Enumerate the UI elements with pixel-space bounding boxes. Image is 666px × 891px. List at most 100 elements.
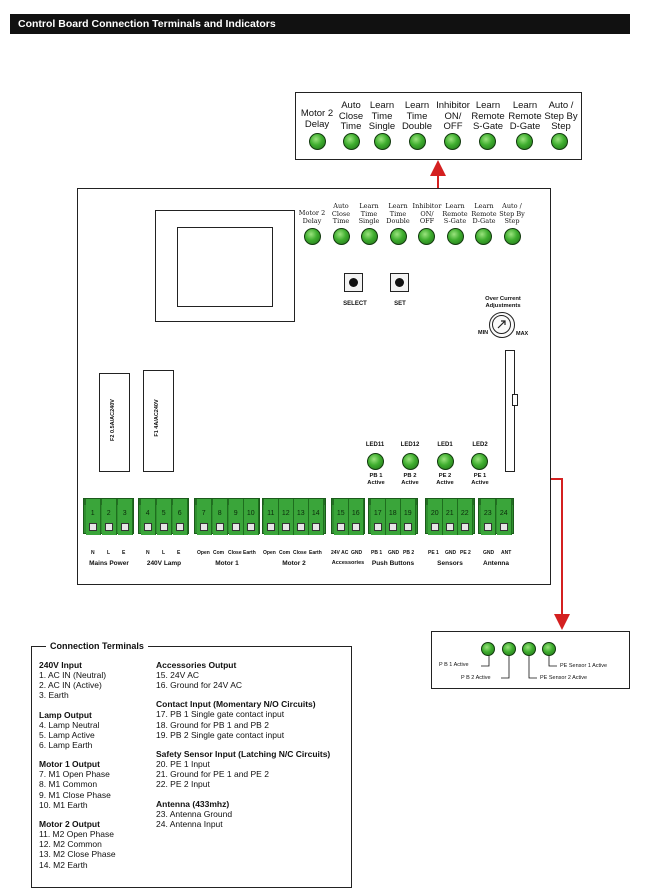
legend-item: 16. Ground for 24V AC: [156, 680, 242, 691]
connection-terminals-title: Connection Terminals: [46, 641, 148, 651]
transformer-core: [177, 227, 273, 307]
over-current-label: Over Current Adjustments: [485, 296, 521, 309]
legend-item: 20. PE 1 Input: [156, 759, 210, 770]
sub-m2-close: Close: [293, 550, 307, 556]
terminal-17[interactable]: 17: [371, 499, 386, 535]
terminal-22[interactable]: 22: [458, 499, 473, 535]
sub-m2-earth: Earth: [309, 550, 322, 556]
legend-heading-antenna: Antenna (433mhz): [156, 798, 230, 809]
pb1-active-text: PB 1 Active: [367, 473, 385, 486]
sub-pe-pe2: PE 2: [460, 550, 471, 556]
legend-item: 3. Earth: [39, 690, 69, 701]
terminal-15[interactable]: 15: [334, 499, 349, 535]
panel-led-4: [409, 133, 426, 150]
terminal-13[interactable]: 13: [294, 499, 309, 535]
pe1-active-led: [471, 453, 488, 470]
board-led-3: [361, 228, 378, 245]
terminal-1[interactable]: 1: [86, 499, 101, 535]
terminal-14[interactable]: 14: [309, 499, 324, 535]
fuse-f1-label: F1 4A/AC240V: [154, 399, 160, 437]
legend-right-column: Accessories Output 15. 24V AC 16. Ground…: [156, 660, 348, 829]
panel-label-learn-single: Learn Time Single: [368, 100, 396, 132]
led11-label: LED11: [365, 442, 385, 448]
panel-led-3: [374, 133, 391, 150]
legend-heading-accessories: Accessories Output: [156, 660, 237, 670]
terminal-5[interactable]: 5: [157, 499, 172, 535]
sub-m1-open: Open: [197, 550, 210, 556]
board-led-4: [390, 228, 407, 245]
terminal-21[interactable]: 21: [443, 499, 458, 535]
panel-label-learn-double: Learn Time Double: [401, 100, 433, 132]
pe2-active-caption: PE Sensor 2 Active: [540, 675, 588, 681]
over-current-dial[interactable]: [489, 312, 515, 338]
legend-heading-motor1: Motor 1 Output: [39, 759, 100, 770]
terminal-8[interactable]: 8: [213, 499, 228, 535]
indicator-panel: Motor 2 Delay Auto Close Time Learn Time…: [295, 92, 582, 160]
sub-lamp-e: E: [177, 550, 181, 556]
sub-m1-close: Close: [228, 550, 242, 556]
sub-pe-gnd: GND: [445, 550, 457, 556]
terminal-11[interactable]: 11: [264, 499, 279, 535]
legend-item: 15. 24V AC: [156, 670, 200, 680]
legend-item: 14. M2 Earth: [39, 859, 88, 870]
group-mains-power: Mains Power: [89, 560, 129, 567]
pe-detail-lines: [481, 655, 557, 679]
sub-m2-open: Open: [263, 550, 276, 556]
page-title: Control Board Connection Terminals and I…: [10, 14, 630, 34]
terminal-24[interactable]: 24: [497, 499, 512, 535]
legend-heading-contact-input: Contact Input (Momentary N/O Circuits): [156, 699, 316, 710]
terminal-16[interactable]: 16: [349, 499, 364, 535]
terminal-3[interactable]: 3: [118, 499, 133, 535]
terminal-20[interactable]: 20: [428, 499, 443, 535]
select-button[interactable]: [344, 273, 363, 292]
board-led-8: [504, 228, 521, 245]
sub-m1-earth: Earth: [243, 550, 256, 556]
terminal-2[interactable]: 2: [102, 499, 117, 535]
sub-ant-gnd: GND: [483, 550, 495, 556]
pb2-active-text: PB 2 Active: [401, 473, 419, 486]
group-antenna: Antenna: [483, 560, 509, 567]
terminal-23[interactable]: 23: [481, 499, 496, 535]
terminal-block-antenna: 23 24: [478, 498, 514, 535]
terminal-block-motor2: 11 12 13 14: [262, 498, 326, 535]
group-sensors: Sensors: [437, 560, 463, 567]
panel-label-auto-close: Auto Close Time: [338, 100, 364, 132]
panel-label-auto-step: Auto / Step By Step: [544, 100, 578, 132]
legend-item: 10. M1 Earth: [39, 799, 88, 810]
legend-item: 1. AC IN (Neutral): [39, 670, 107, 680]
legend-item: 8. M1 Common: [39, 779, 98, 790]
legend-item: 7. M1 Open Phase: [39, 769, 110, 780]
board-label-auto-close: Auto Close Time: [331, 202, 351, 225]
legend-heading-safety-sensor: Safety Sensor Input (Latching N/C Circui…: [156, 749, 331, 760]
board-led-6: [447, 228, 464, 245]
terminal-19[interactable]: 19: [401, 499, 416, 535]
board-led-7: [475, 228, 492, 245]
fuse-f2: [99, 373, 130, 472]
pb1-active-caption: P B 1 Active: [439, 662, 469, 668]
legend-item: 9. M1 Close Phase: [39, 789, 111, 800]
terminal-10[interactable]: 10: [244, 499, 259, 535]
terminal-6[interactable]: 6: [173, 499, 188, 535]
terminal-18[interactable]: 18: [386, 499, 401, 535]
sub-pb-pb2: PB 2: [403, 550, 415, 556]
legend-item: 5. Lamp Active: [39, 729, 95, 740]
terminal-7[interactable]: 7: [197, 499, 212, 535]
legend-item: 13. M2 Close Phase: [39, 849, 116, 860]
sub-pe-pe1: PE 1: [428, 550, 439, 556]
terminal-4[interactable]: 4: [141, 499, 156, 535]
panel-led-2: [343, 133, 360, 150]
legend-item: 6. Lamp Earth: [39, 740, 93, 751]
panel-label-remote-s: Learn Remote S-Gate: [471, 100, 505, 132]
sub-mains-l: L: [107, 550, 111, 556]
legend-item: 11. M2 Open Phase: [39, 829, 114, 840]
panel-label-remote-d: Learn Remote D-Gate: [508, 100, 542, 132]
legend-item: 12. M2 Common: [39, 839, 102, 850]
led2-label: LED2: [472, 442, 488, 448]
set-button[interactable]: [390, 273, 409, 292]
terminal-12[interactable]: 12: [279, 499, 294, 535]
board-label-motor2-delay: Motor 2 Delay: [298, 209, 326, 225]
board-led-2: [333, 228, 350, 245]
terminal-9[interactable]: 9: [229, 499, 244, 535]
connection-terminals-box: [31, 646, 352, 888]
dial-arrow-icon: [492, 315, 511, 334]
